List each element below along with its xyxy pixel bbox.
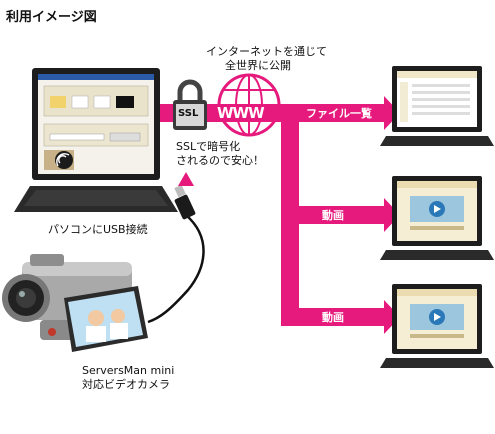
usb-up-arrow	[178, 172, 194, 186]
internet-label-line1: インターネットを通じて	[206, 45, 327, 58]
diagram-title: 利用イメージ図	[6, 10, 97, 25]
branch-label-video-2: 動画	[322, 311, 344, 324]
laptop-middle	[380, 176, 494, 260]
pc-monitor	[32, 68, 160, 180]
laptop-bottom	[380, 284, 494, 368]
pc-label: パソコンにUSB接続	[48, 223, 148, 236]
laptop-top	[380, 66, 494, 146]
camera-label-line2: 対応ビデオカメラ	[82, 378, 170, 391]
internet-label-line2: 全世界に公開	[225, 59, 291, 72]
ssl-badge: SSL	[178, 108, 199, 119]
ssl-label-line2: されるので安心！	[176, 154, 264, 167]
connection-lines	[150, 104, 390, 326]
video-camera-icon	[2, 254, 148, 352]
pc-keyboard	[14, 186, 178, 212]
usb-cable	[147, 172, 205, 324]
www-text: WWW	[217, 104, 265, 122]
ssl-label-line1: SSLで暗号化	[176, 140, 241, 153]
branch-label-file-list: ファイル一覧	[306, 107, 372, 120]
camera-label-line1: ServersMan mini	[82, 364, 175, 377]
branch-label-video-1: 動画	[322, 209, 344, 222]
globe-icon	[214, 73, 284, 137]
ssl-lock-icon	[173, 79, 207, 130]
